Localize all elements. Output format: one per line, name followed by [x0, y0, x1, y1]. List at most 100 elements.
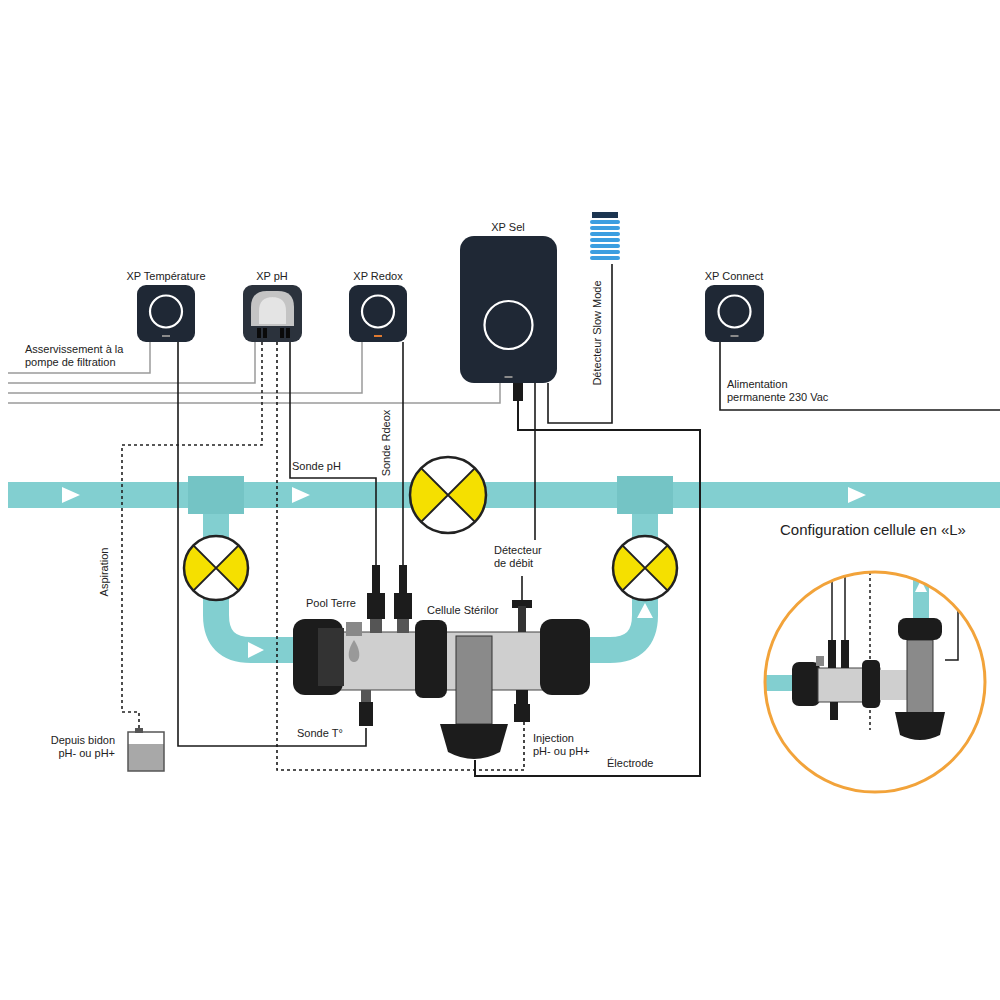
inset-pipe — [913, 560, 929, 622]
inset-probe — [841, 640, 849, 668]
valve-cross — [622, 545, 667, 590]
module-port — [257, 328, 261, 338]
control-module: XP Sel — [460, 220, 557, 383]
redox-probe-wire — [402, 342, 404, 565]
module-housing — [137, 285, 195, 342]
tank-liquid — [128, 744, 164, 771]
valve-outline — [410, 457, 486, 533]
inset-electrode — [907, 640, 933, 714]
status-ring — [150, 296, 182, 328]
inset-title: Configuration cellule en «L» — [780, 521, 966, 539]
module-title: XP Température — [126, 269, 205, 283]
probe-label: Sonde pH — [292, 460, 341, 473]
icon-bar — [590, 256, 620, 260]
cell-flange — [540, 619, 590, 695]
sterilor-cell — [293, 565, 590, 759]
slow-mode-wire — [548, 264, 612, 423]
tank-shape — [127, 728, 165, 772]
servo-wire — [8, 383, 500, 403]
module-face — [243, 285, 302, 342]
line-label: Aspiration — [98, 548, 111, 597]
flow-arrow — [848, 487, 866, 503]
module-housing — [349, 285, 407, 342]
power-wire — [720, 342, 1000, 410]
servo-wire — [8, 342, 150, 373]
control-module: XP Redox — [349, 269, 407, 342]
inset-flange — [792, 662, 820, 706]
flow-arrow — [248, 642, 264, 658]
servo-wire — [8, 342, 362, 393]
valve — [184, 536, 248, 600]
status-led — [504, 376, 512, 378]
module-housing — [460, 236, 557, 383]
valve — [613, 536, 677, 600]
pipe-tee — [617, 476, 673, 514]
ph-probe-wire — [290, 342, 376, 565]
module-title: XP Sel — [460, 220, 557, 234]
power-note: Alimentation permanente 230 Vac — [727, 378, 842, 404]
probe-label: Sonde Rdeox — [380, 410, 393, 477]
inset-probe — [830, 702, 838, 720]
control-module: XP pH — [243, 269, 302, 342]
suction-line — [122, 342, 262, 728]
temperature-wire — [178, 342, 366, 746]
status-ring — [484, 301, 532, 349]
pipe-tee — [188, 476, 244, 514]
inset-electrode-ring — [898, 618, 942, 640]
icon-bar — [590, 226, 620, 230]
module-window — [251, 291, 294, 326]
valve-outline — [613, 536, 677, 600]
icon-bar — [590, 220, 620, 224]
flow-detector-wire — [534, 383, 536, 540]
module-title: XP pH — [243, 269, 302, 283]
valve-body — [184, 536, 248, 600]
injection-nozzle — [514, 704, 530, 722]
chemical-tank: Depuis bidon pH- ou pH+ — [40, 728, 165, 772]
status-led — [162, 335, 170, 337]
tank-outline — [128, 732, 164, 771]
temperature-probe — [361, 690, 371, 702]
l-configuration-inset — [760, 560, 985, 792]
icon-bar — [590, 244, 620, 248]
module-title: XP Connect — [705, 269, 764, 283]
flow-detector — [518, 606, 526, 632]
ground-pin — [346, 622, 362, 636]
inset-probe — [828, 640, 836, 668]
cell-flange — [293, 619, 343, 695]
probe-label: Sonde T° — [297, 727, 343, 740]
part-label: Cellule Stérilor — [427, 604, 499, 617]
status-led — [730, 335, 738, 337]
module-title: XP Redox — [349, 269, 407, 283]
module-port — [286, 328, 290, 338]
cell-coupler — [415, 620, 447, 698]
ph-probe — [370, 619, 382, 633]
main-pipe — [8, 482, 1000, 508]
flow-arrow — [292, 487, 310, 503]
servo-note: Asservissement à la pompe de filtration — [25, 343, 135, 369]
part-label: Injection pH- ou pH+ — [533, 732, 592, 758]
tank-neck — [135, 728, 143, 733]
icon-bar — [590, 238, 620, 242]
icon-bar — [590, 250, 620, 254]
inset-coupler — [862, 660, 880, 708]
module-port — [263, 328, 267, 338]
module-face — [137, 285, 195, 342]
injection-line — [277, 342, 524, 770]
module-housing — [243, 285, 302, 342]
module-face — [705, 285, 764, 342]
inset-ground — [765, 572, 985, 792]
electrode-body — [456, 636, 492, 724]
module-port — [280, 328, 284, 338]
detector-label: Détecteur Slow Mode — [591, 280, 604, 385]
part-label: Pool Terre — [306, 597, 356, 610]
redox-probe — [399, 565, 407, 595]
valve-outline — [184, 536, 248, 600]
module-window — [259, 297, 286, 324]
valve — [410, 457, 486, 533]
inset-cell-body — [880, 670, 908, 700]
ph-probe — [367, 593, 385, 619]
control-module: XP Température — [126, 269, 205, 342]
flow-detector-wire — [521, 576, 523, 600]
